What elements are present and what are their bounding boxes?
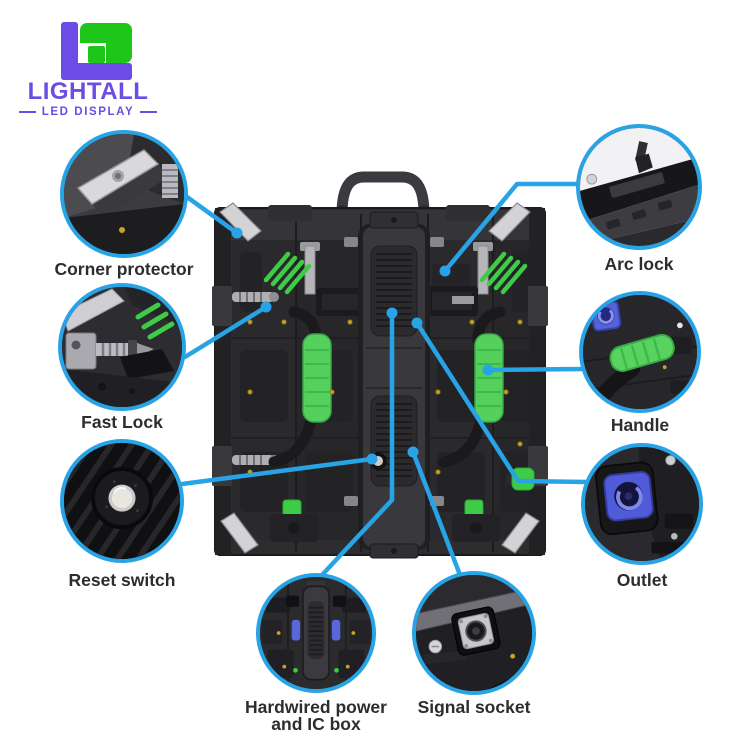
tagline-right-dash bbox=[140, 111, 158, 113]
callout-handle-photo bbox=[579, 291, 701, 413]
brand-logo: LIGHTALL LED DISPLAY bbox=[0, 0, 200, 130]
callout-fast-lock-photo bbox=[58, 283, 186, 411]
brand-tagline: LED DISPLAY bbox=[41, 106, 135, 118]
callout-arc-lock-photo bbox=[576, 124, 702, 250]
tagline-left-dash bbox=[18, 111, 36, 113]
callout-outlet-photo bbox=[581, 443, 703, 565]
callout-corner-protector-photo bbox=[60, 130, 188, 258]
callout-corner-protector-label: Corner protector bbox=[54, 259, 194, 279]
callout-fast-lock-label: Fast Lock bbox=[81, 412, 163, 432]
callout-arc-lock-label: Arc lock bbox=[604, 254, 674, 274]
callout-outlet-label: Outlet bbox=[616, 570, 668, 590]
callout-reset-switch-photo bbox=[60, 439, 184, 563]
callout-signal-socket-photo bbox=[412, 571, 536, 695]
callout-hardwired-power-label: Hardwired power and IC box bbox=[245, 697, 387, 734]
callout-signal-socket-label: Signal socket bbox=[417, 697, 531, 717]
callout-hardwired-power-photo bbox=[256, 573, 376, 693]
callout-handle-label: Handle bbox=[610, 415, 670, 435]
brand-name: LIGHTALL bbox=[27, 78, 149, 105]
callout-reset-switch-label: Reset switch bbox=[68, 570, 176, 590]
lightall-logo-mark-icon bbox=[61, 22, 132, 80]
